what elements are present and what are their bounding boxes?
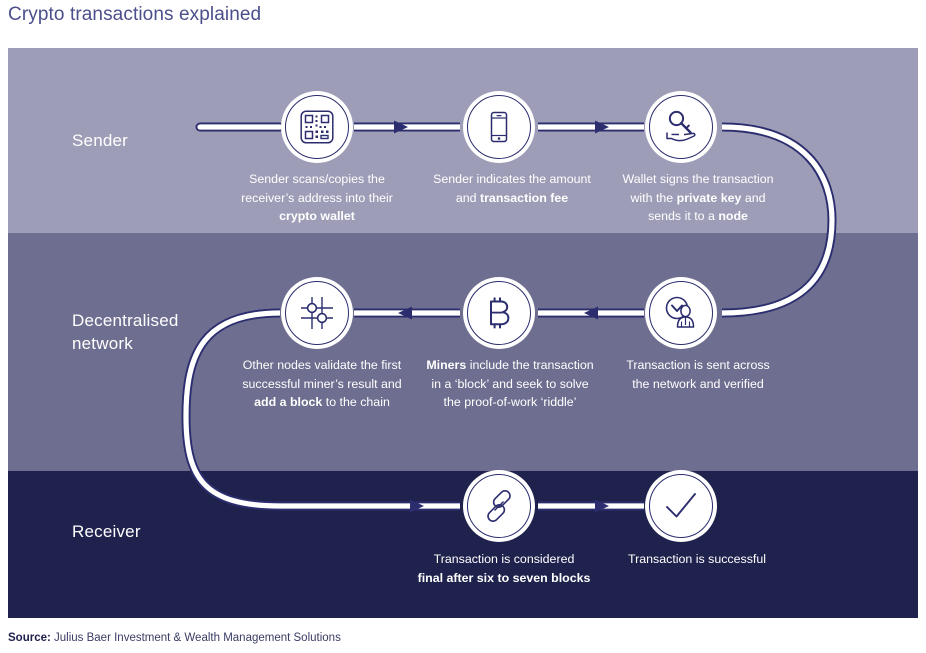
caption-verify: Transaction is sent across the network an… [608,356,788,393]
caption-line: sends it to a node [648,209,748,224]
node-ring [649,281,713,345]
caption-line: with the private key and [630,190,766,205]
source-label: Source: [8,632,51,644]
caption-line: the proof-of-work ‘riddle’ [443,395,577,410]
qr-code-icon [300,110,334,144]
node-final[interactable] [463,470,535,542]
network-nodes-icon [301,297,333,329]
node-mine[interactable] [463,277,535,349]
source-text: Julius Baer Investment & Wealth Manageme… [50,632,341,644]
bitcoin-icon [490,297,510,329]
caption-line: successful miner’s result and [242,376,402,391]
node-verify[interactable] [645,277,717,349]
node-amount[interactable] [463,91,535,163]
caption-mine: Miners include the transaction in a ‘bloc… [414,356,606,412]
band-receiver [8,471,918,618]
node-ring [285,281,349,345]
band-label-receiver: Receiver [72,522,141,541]
band-label-network-line1: Decentralised [72,311,179,330]
node-sign[interactable] [645,91,717,163]
caption-line: Transaction is considered [433,552,575,566]
checkmark-icon [666,493,696,518]
caption-line: Other nodes validate the first [242,358,402,372]
source-line: Source: Julius Baer Investment & Wealth … [8,632,341,644]
node-success[interactable] [645,470,717,542]
caption-line: the network and verified [632,376,764,391]
node-scan[interactable] [281,91,353,163]
page-title: Crypto transactions explained [8,4,262,25]
caption-line: Sender indicates the amount [433,172,591,186]
caption-line: in a ‘block’ and seek to solve [431,376,589,391]
caption-line: and transaction fee [455,190,569,205]
band-label-network: Decentralised network [72,310,179,356]
caption-final: Transaction is considered final after six… [406,550,602,587]
caption-line: Miners include the transaction [426,358,594,372]
caption-line: Transaction is sent across [626,358,770,372]
caption-line: final after six to seven blocks [417,570,591,585]
infographic-figure: Sender Decentralised network Receiver [8,48,918,618]
caption-sign: Wallet signs the transaction with the pri… [608,170,788,226]
caption-line: Transaction is successful [628,552,766,566]
caption-success: Transaction is successful [604,550,790,569]
caption-amount: Sender indicates the amount and transacti… [414,170,610,207]
caption-scan: Sender scans/copies the receiver’s addres… [236,170,398,226]
caption-validate: Other nodes validate the first successful… [230,356,414,412]
caption-line: Wallet signs the transaction [622,172,774,186]
key-in-hand-icon [666,110,696,142]
band-label-network-line2: network [72,333,133,353]
node-ring [467,95,531,159]
mobile-phone-icon [490,111,508,143]
caption-line: Sender scans/copies the [249,172,385,186]
node-ring [467,474,531,538]
person-verify-icon [665,296,695,328]
band-label-sender: Sender [72,131,129,150]
caption-line: receiver’s address into their [241,190,393,205]
node-ring [285,95,349,159]
node-validate[interactable] [281,277,353,349]
caption-line: add a block to the chain [254,395,390,410]
caption-line: crypto wallet [279,209,355,224]
node-ring [649,95,713,159]
chain-link-icon [487,490,511,522]
node-ring [649,474,713,538]
node-ring [467,281,531,345]
